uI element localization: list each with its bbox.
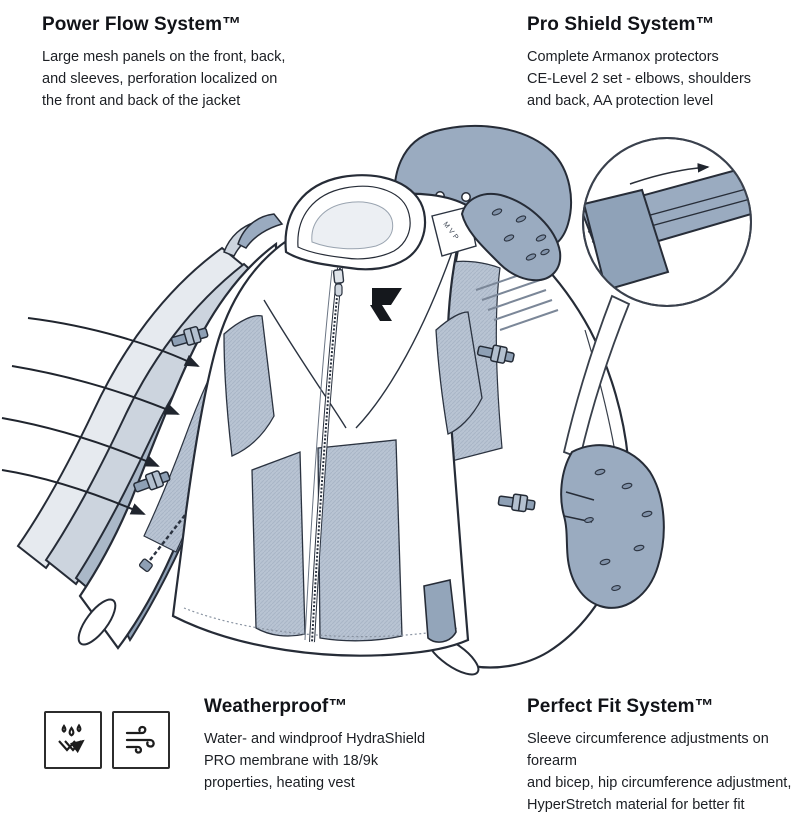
feature-title-power-flow: Power Flow System™ (42, 14, 242, 35)
feature-power-flow: Power Flow System™ Large mesh panels on … (42, 14, 285, 112)
airflow-arrow (1, 417, 160, 467)
mesh-panel-bottom-left (251, 451, 306, 637)
strap-buckle-left-forearm (133, 470, 171, 493)
fabric-band-front (583, 188, 670, 292)
collar (284, 174, 427, 271)
feature-line: and bicep, hip circumference adjustment, (527, 775, 792, 792)
shoulder-stretch-panel (475, 269, 559, 331)
jacket-body (171, 192, 483, 657)
feature-description-pro-shield: Complete Armanox protectors CE-Level 2 s… (527, 46, 751, 112)
airflow-arrow (1, 469, 146, 515)
zipper-slider (332, 269, 345, 284)
water-repellent-icon-box (44, 711, 102, 769)
feature-line: HyperStretch material for better fit (527, 797, 745, 814)
feature-line: CE-Level 2 set - elbows, shoulders (527, 71, 752, 88)
neck-opening (311, 201, 394, 250)
wind-icon-box (112, 711, 170, 769)
water-repellent-icon (58, 723, 85, 754)
zipper-pull (334, 283, 343, 297)
waist-adjuster-tab (423, 579, 457, 643)
chest-seam-right (355, 251, 453, 429)
mesh-panel-left-side (223, 314, 275, 457)
airflow-arrow (27, 317, 200, 367)
strap-buckle-right-bicep (476, 344, 515, 364)
feature-line: Complete Armanox protectors (527, 49, 719, 65)
feature-title-perfect-fit: Perfect Fit System™ (527, 696, 714, 717)
feature-title-pro-shield: Pro Shield System™ (527, 14, 715, 35)
feature-description-power-flow: Large mesh panels on the front, back, an… (42, 46, 285, 112)
elbow-protector (560, 444, 665, 609)
feature-perfect-fit: Perfect Fit System™ Sleeve circumference… (527, 696, 800, 816)
strap-buckle-right-forearm (497, 493, 536, 513)
feature-line: and sleeves, perforation localized on (42, 71, 278, 88)
chest-seam-left (263, 299, 347, 429)
feature-description-weatherproof: Water- and windproof HydraShield PRO mem… (204, 728, 425, 794)
airflow-arrow (11, 365, 180, 415)
shoulder-protector (460, 193, 562, 282)
stretch-direction-arrow (629, 163, 710, 185)
feature-line: properties, heating vest (204, 775, 355, 792)
feature-line: PRO membrane with 18/9k (204, 753, 379, 770)
feature-line: the front and back of the jacket (42, 93, 241, 110)
wind-icon (125, 725, 155, 754)
feature-line: Large mesh panels on the front, back, (42, 49, 286, 65)
mesh-panel-right-side (435, 311, 483, 435)
feature-weatherproof: Weatherproof™ Water- and windproof Hydra… (204, 696, 425, 794)
feature-line: and back, AA protection level (527, 93, 714, 110)
hem-stitch (183, 607, 459, 638)
snap-button (461, 192, 471, 202)
left-cuff (77, 598, 117, 646)
feature-description-perfect-fit: Sleeve circumference adjustments on fore… (527, 728, 800, 816)
mesh-panel-bottom-right (317, 439, 403, 642)
airflow-arrows (1, 317, 200, 515)
cuff-zipper-slider (138, 558, 153, 573)
magnifier-detail (582, 137, 752, 307)
protector-holes (491, 208, 550, 261)
protector-holes (584, 468, 653, 591)
feature-line: Sleeve circumference adjustments on fore… (527, 731, 769, 770)
feature-line: Water- and windproof HydraShield (204, 731, 426, 747)
weatherproof-icons (44, 711, 170, 769)
layer-collar-dark (237, 213, 284, 249)
feature-pro-shield: Pro Shield System™ Complete Armanox prot… (527, 14, 751, 112)
strap-buckle-left-bicep (170, 326, 209, 347)
main-zipper (304, 267, 345, 643)
feature-title-weatherproof: Weatherproof™ (204, 696, 348, 717)
brand-r-logo (370, 288, 402, 321)
